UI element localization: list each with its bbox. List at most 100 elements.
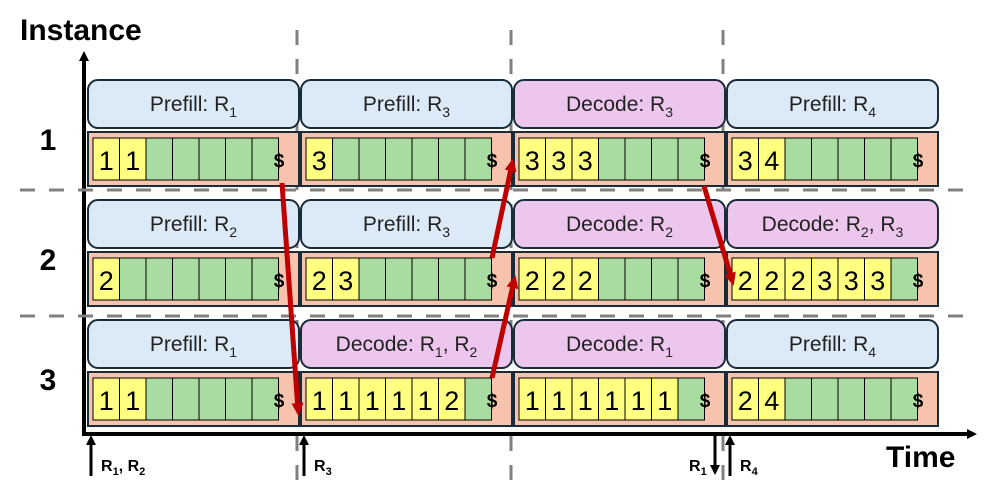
prefill-phase-box <box>726 79 939 129</box>
cache-slot-free <box>172 257 200 301</box>
cache-slot-free <box>598 257 626 301</box>
slot-value: 1 <box>99 386 114 416</box>
slot-value: 1 <box>391 386 406 416</box>
slot-value: 2 <box>312 266 327 296</box>
decode-phase-box <box>300 319 513 369</box>
slot-value: 3 <box>844 266 859 296</box>
phase-label: Prefill: R3 <box>363 213 450 240</box>
cache-slot-free <box>624 257 652 301</box>
request-label: R1, R2 <box>101 458 145 478</box>
cache-slot-free <box>464 377 492 421</box>
slot-value: 1 <box>604 386 619 416</box>
slot-value: 1 <box>578 386 593 416</box>
slot-value: 2 <box>551 266 566 296</box>
instance-label: 2 <box>40 244 57 277</box>
cache-slot-used <box>545 257 573 301</box>
cache-slot-free <box>332 137 360 181</box>
time-cell: Prefill: R33$ <box>300 79 513 187</box>
cache-slot-free <box>411 137 439 181</box>
slot-value: 2 <box>444 386 459 416</box>
slot-value: 1 <box>418 386 433 416</box>
cache-slot-free <box>811 137 839 181</box>
cache-slot-free <box>890 377 918 421</box>
cache-migration-arrows <box>279 158 736 416</box>
cache-slot-free <box>225 137 253 181</box>
cache-slot-free <box>385 137 413 181</box>
slot-value: 3 <box>338 266 353 296</box>
phase-label: Decode: R2 <box>566 213 673 240</box>
migration-arrow <box>701 185 736 286</box>
cost-symbol: $ <box>913 151 924 172</box>
cache-slot-free <box>651 257 679 301</box>
cost-symbol: $ <box>700 271 711 292</box>
cache-slot-free <box>119 257 147 301</box>
cache-slot-used <box>837 257 865 301</box>
cache-slot-used <box>624 377 652 421</box>
cost-symbol: $ <box>700 391 711 412</box>
x-axis-title: Time <box>886 441 955 474</box>
slot-value: 4 <box>764 386 779 416</box>
cache-slot-used <box>358 377 386 421</box>
request-label: R4 <box>740 458 759 478</box>
slot-value: 3 <box>525 146 540 176</box>
cost-symbol: $ <box>913 271 924 292</box>
slot-value: 1 <box>125 386 140 416</box>
cache-slot-used <box>731 257 759 301</box>
prefill-phase-box <box>87 319 300 369</box>
slot-value: 1 <box>657 386 672 416</box>
slot-value: 2 <box>525 266 540 296</box>
cache-slot-free <box>864 377 892 421</box>
cache-slot-free <box>784 137 812 181</box>
cache-slot-free <box>624 137 652 181</box>
time-cell: Prefill: R22$ <box>87 199 300 307</box>
prefill-phase-box <box>87 79 300 129</box>
decode-phase-box <box>726 199 939 249</box>
request-marker: R3 <box>299 435 332 478</box>
migration-arrow <box>279 182 304 416</box>
cost-symbol: $ <box>913 391 924 412</box>
cost-symbol: $ <box>274 271 285 292</box>
cost-symbol: $ <box>274 391 285 412</box>
cache-slot-free <box>145 137 173 181</box>
slot-value: 3 <box>870 266 885 296</box>
request-marker: R1, R2 <box>86 435 145 478</box>
phase-label: Decode: R1, R2 <box>336 333 478 360</box>
cache-slot-used <box>518 257 546 301</box>
cache-slot-used <box>571 257 599 301</box>
slot-value: 4 <box>764 146 779 176</box>
slot-value: 3 <box>312 146 327 176</box>
slot-value: 1 <box>312 386 327 416</box>
prefill-phase-box <box>87 199 300 249</box>
cache-slot-used <box>731 137 759 181</box>
cache-slot-free <box>677 257 705 301</box>
slot-value: 2 <box>764 266 779 296</box>
cache-slot-free <box>890 137 918 181</box>
cache-slot-free <box>651 137 679 181</box>
phase-label: Prefill: R4 <box>789 333 876 360</box>
migration-arrow <box>489 158 517 259</box>
cache-slot-used <box>332 377 360 421</box>
cache-slot-free <box>145 377 173 421</box>
cache-slot-used <box>545 137 573 181</box>
phase-label: Prefill: R2 <box>150 213 237 240</box>
request-marker: R1 <box>689 434 720 478</box>
cache-slot-free <box>784 377 812 421</box>
instance-label: 3 <box>40 364 57 397</box>
cache-slot-free <box>890 257 918 301</box>
cache-slot-free <box>598 137 626 181</box>
slot-value: 1 <box>338 386 353 416</box>
slot-value: 1 <box>525 386 540 416</box>
phase-label: Prefill: R1 <box>150 93 237 120</box>
migration-arrow <box>489 275 519 379</box>
cache-slot-used <box>571 137 599 181</box>
decode-phase-box <box>513 319 726 369</box>
